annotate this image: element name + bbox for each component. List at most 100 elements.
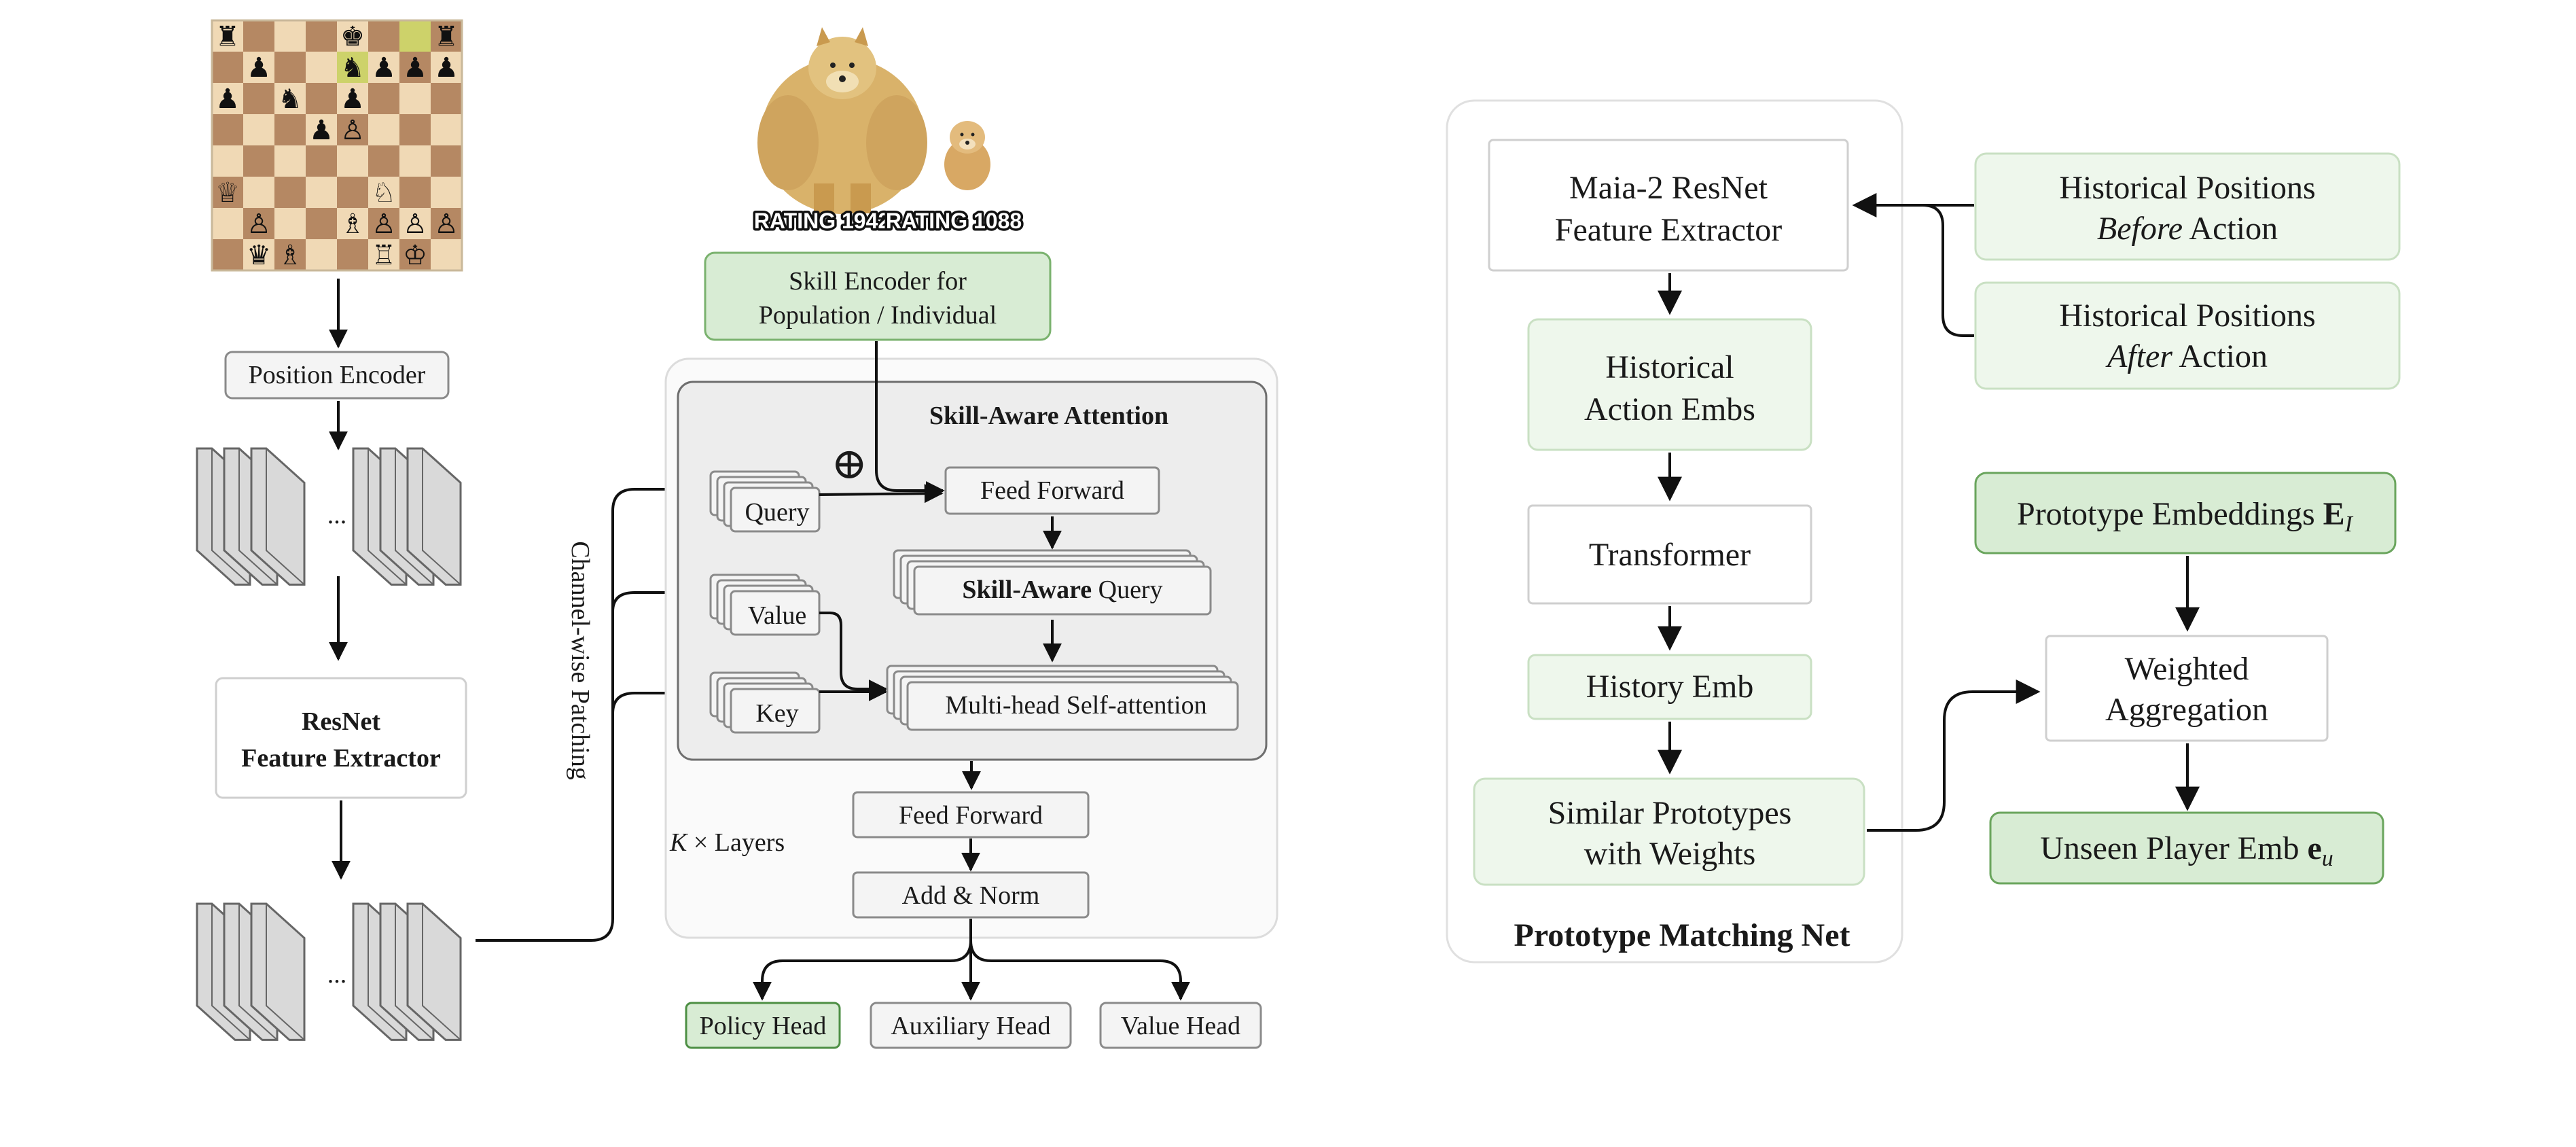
chess-square [243, 83, 274, 114]
chess-square [337, 20, 368, 52]
historical-action-line1: Historical [1605, 349, 1734, 385]
chess-square [274, 114, 306, 145]
maia-resnet-line1: Maia-2 ResNet [1569, 170, 1768, 206]
outer-feed-forward-box: Feed Forward [852, 791, 1090, 839]
chess-square [306, 177, 337, 208]
arrow-value-to-mhsa [819, 612, 888, 699]
chess-piece: ♔ [403, 240, 427, 271]
planes-bottom-ellipsis: ... [327, 960, 347, 989]
chess-square [306, 20, 337, 52]
weighted-line1: Weighted [2125, 651, 2249, 687]
chess-piece: ♙ [434, 209, 459, 240]
chess-square [368, 145, 399, 177]
mhsa-stack: Multi-head Self-attention [886, 665, 1239, 731]
unseen-player-emb-label: Unseen Player Emb eu [2040, 830, 2333, 871]
chess-board-border [211, 19, 463, 272]
feature-plane-edge [368, 448, 407, 586]
chess-square [243, 239, 274, 270]
chess-piece: ♞ [278, 84, 302, 115]
feature-plane-edge [395, 904, 434, 1041]
channel-wise-patching-label: Channel-wise Patching [566, 541, 594, 779]
chess-square [243, 177, 274, 208]
chess-square [274, 239, 306, 270]
arrow-after-to-maia [1922, 204, 1974, 337]
chess-board-image: ♜♚♜♟♞♟♟♟♟♞♟♟♙♕♘♙♗♙♙♙♛♗♖♔ [211, 19, 463, 272]
mhsa-label: Multi-head Self-attention [945, 691, 1206, 720]
resnet-feature-extractor-box: ResNet Feature Extractor [215, 677, 467, 799]
chess-square [274, 177, 306, 208]
k-layers-label: K × Layers [669, 828, 785, 857]
chess-square [431, 208, 462, 239]
chess-square [306, 114, 337, 145]
feature-planes-top [196, 447, 462, 586]
arrow-patching-to-key [476, 684, 713, 942]
chess-square [212, 83, 243, 114]
chess-square [212, 20, 243, 52]
chess-square [399, 20, 431, 52]
chess-square [243, 145, 274, 177]
chess-piece: ♟ [309, 115, 334, 146]
chess-piece: ♙ [372, 209, 396, 240]
skill-aware-query-stack: Skill-Aware Query [893, 549, 1212, 616]
arrow-similar-to-aggregation [1867, 680, 2041, 832]
transformer-label: Transformer [1589, 537, 1751, 573]
chess-square [274, 208, 306, 239]
feature-plane-edge [422, 904, 461, 1041]
similar-prototypes-line1: Similar Prototypes [1548, 795, 1792, 831]
skill-encoder-line2: Population / Individual [759, 301, 997, 330]
maia-resnet-line2: Feature Extractor [1555, 212, 1783, 248]
chess-piece: ♘ [372, 177, 396, 209]
chess-square [431, 83, 462, 114]
resnet-label-line1: ResNet [302, 707, 380, 736]
chess-square [337, 145, 368, 177]
chess-square [212, 208, 243, 239]
oplus-icon: ⊕ [831, 440, 867, 488]
chess-piece: ♛ [247, 240, 271, 271]
history-emb-box: History Emb [1527, 654, 1812, 720]
weak-doge-image [944, 121, 990, 190]
prototype-matching-net-title: Prototype Matching Net [1514, 917, 1850, 953]
auxiliary-head-label: Auxiliary Head [891, 1012, 1050, 1040]
resnet-label-line2: Feature Extractor [241, 744, 441, 773]
transformer-box: Transformer [1527, 504, 1812, 605]
chess-square [368, 177, 399, 208]
add-norm-box: Add & Norm [852, 871, 1090, 919]
chess-square [337, 177, 368, 208]
strong-doge-image [757, 27, 927, 214]
chess-square [243, 208, 274, 239]
chess-square [337, 208, 368, 239]
inner-feed-forward-box: Feed Forward [944, 466, 1160, 515]
add-norm-label: Add & Norm [902, 881, 1040, 910]
inner-feed-forward-label: Feed Forward [980, 476, 1124, 505]
chess-square [337, 52, 368, 83]
arrow-query-to-ff [819, 484, 944, 504]
chess-square [431, 145, 462, 177]
key-label: Key [755, 699, 798, 728]
historical-action-embs-box: Historical Action Embs [1527, 318, 1812, 451]
value-head-box: Value Head [1099, 1002, 1262, 1049]
historical-positions-before-box: Historical Positions Before Action [1974, 152, 2401, 261]
unseen-player-emb-box: Unseen Player Emb eu [1989, 811, 2384, 885]
chess-piece: ♗ [340, 209, 365, 240]
skill-aware-attention-title: Skill-Aware Attention [929, 402, 1168, 430]
chess-square [212, 177, 243, 208]
chess-square [243, 114, 274, 145]
before-line2: Before Action [2097, 211, 2278, 247]
svg-text:RATING 1942: RATING 1942 [754, 209, 890, 233]
chess-square [368, 114, 399, 145]
value-head-label: Value Head [1121, 1012, 1240, 1040]
chess-piece: ♞ [340, 52, 365, 84]
chess-square [212, 114, 243, 145]
after-line2: After Action [2105, 338, 2268, 374]
chess-square [306, 83, 337, 114]
auxiliary-head-box: Auxiliary Head [870, 1002, 1072, 1049]
planes-top-ellipsis: ... [327, 501, 347, 529]
chess-square [399, 208, 431, 239]
rating-low-label: RATING 1088 RATING 1088 [883, 207, 1024, 236]
rating-high-label: RATING 1942 RATING 1942 [751, 207, 892, 236]
skill-encoder-line1: Skill Encoder for [789, 267, 967, 296]
svg-text:RATING 1088: RATING 1088 [886, 209, 1022, 233]
chess-square [274, 145, 306, 177]
before-line1: Historical Positions [2059, 170, 2315, 206]
